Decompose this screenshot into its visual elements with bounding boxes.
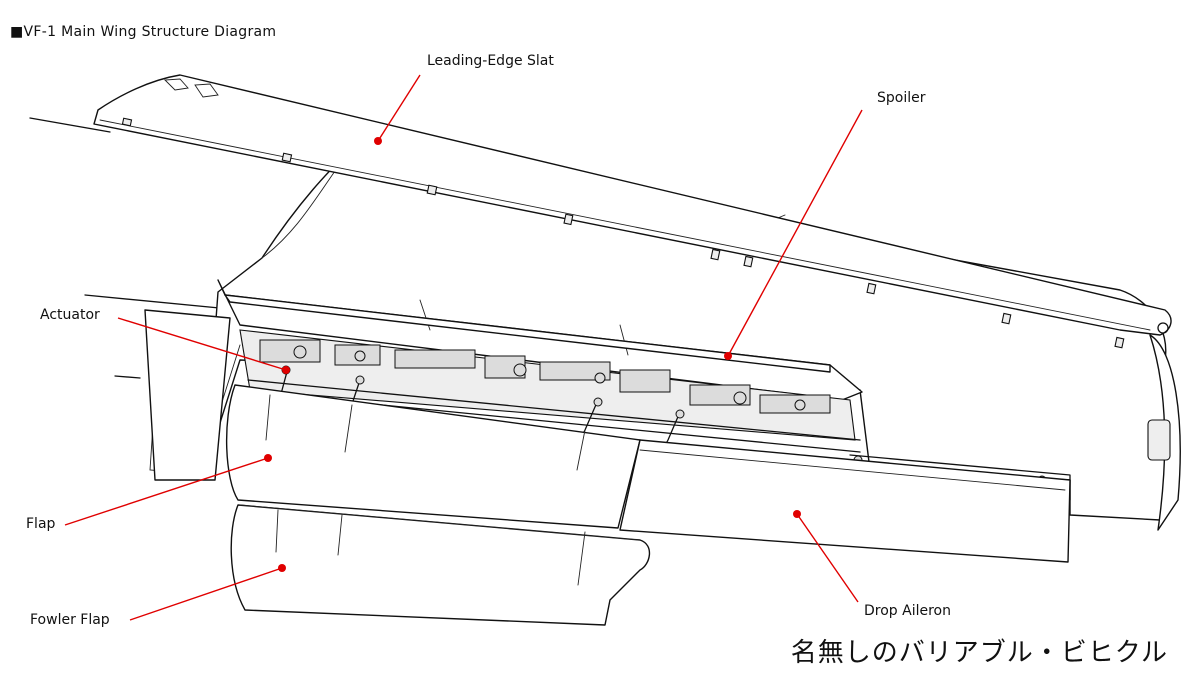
label-drop-aileron: Drop Aileron [864, 603, 951, 619]
leader-dot-actuator [282, 366, 290, 374]
leader-dot-flap [264, 454, 272, 462]
leader-leading-edge-slat [377, 74, 421, 142]
fowler-flap-panel [230, 504, 651, 626]
mechanism-bay [239, 329, 1071, 501]
flap-panel [225, 384, 641, 529]
label-actuator: Actuator [40, 307, 100, 323]
leader-fowler-flap [129, 567, 283, 621]
label-leading-edge-slat: Leading-Edge Slat [427, 53, 554, 69]
author-signature: 名無しのバリアブル・ビヒクル [790, 638, 1168, 668]
leading-edge-slat [93, 74, 1172, 349]
wingtip [1147, 334, 1181, 531]
label-fowler-flap: Fowler Flap [30, 612, 110, 628]
leader-drop-aileron [796, 513, 859, 603]
diagram-title: ■VF-1 Main Wing Structure Diagram [10, 24, 277, 40]
spoiler-panel [217, 279, 863, 401]
leader-spoiler [727, 109, 863, 357]
callout-leaders [64, 74, 863, 621]
leader-dot-leading-edge-slat [374, 137, 382, 145]
leader-dot-fowler-flap [278, 564, 286, 572]
leader-flap [64, 457, 269, 526]
leader-actuator [117, 317, 287, 371]
label-spoiler: Spoiler [877, 90, 926, 106]
drop-aileron-panel [619, 439, 1071, 563]
fuselage-lines [29, 117, 241, 379]
wing-upper-surface [144, 149, 1172, 521]
leader-dot-spoiler [724, 352, 732, 360]
label-flap: Flap [26, 516, 56, 532]
leader-dot-drop-aileron [793, 510, 801, 518]
